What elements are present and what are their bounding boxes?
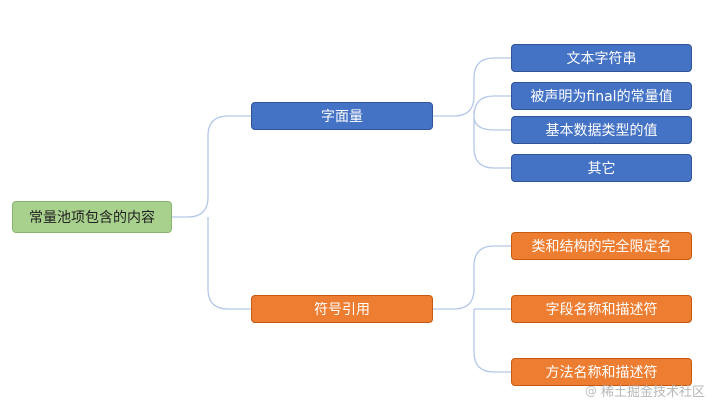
root-label: 常量池项包含的内容	[29, 210, 155, 226]
branch2-connector	[433, 245, 511, 373]
branch-label: 符号引用	[314, 302, 370, 318]
leaf-qualified-name: 类和结构的完全限定名	[511, 232, 692, 260]
at-icon: @	[584, 383, 597, 398]
watermark: @ 稀土掘金技术社区	[584, 381, 705, 401]
branch1-connector	[433, 57, 511, 169]
leaf-label: 其它	[587, 161, 616, 177]
leaf-label: 方法名称和描述符	[545, 365, 658, 381]
leaf-method-descriptor: 方法名称和描述符	[511, 358, 692, 386]
root-connector	[172, 115, 251, 310]
leaf-final-constant: 被声明为final的常量值	[511, 82, 692, 110]
branch-literals: 字面量	[251, 102, 433, 130]
leaf-primitive-value: 基本数据类型的值	[511, 116, 692, 144]
watermark-text: 稀土掘金技术社区	[600, 385, 705, 400]
branch-label: 字面量	[321, 109, 363, 125]
leaf-label: 基本数据类型的值	[545, 123, 658, 139]
leaf-label: 类和结构的完全限定名	[531, 239, 672, 255]
branch-symbolic-references: 符号引用	[251, 295, 433, 323]
leaf-label: 被声明为final的常量值	[530, 89, 673, 105]
leaf-label: 文本字符串	[566, 51, 637, 67]
leaf-text-string: 文本字符串	[511, 44, 692, 72]
root-node: 常量池项包含的内容	[12, 201, 172, 233]
leaf-field-descriptor: 字段名称和描述符	[511, 295, 692, 323]
leaf-label: 字段名称和描述符	[545, 302, 658, 318]
leaf-other: 其它	[511, 154, 692, 182]
